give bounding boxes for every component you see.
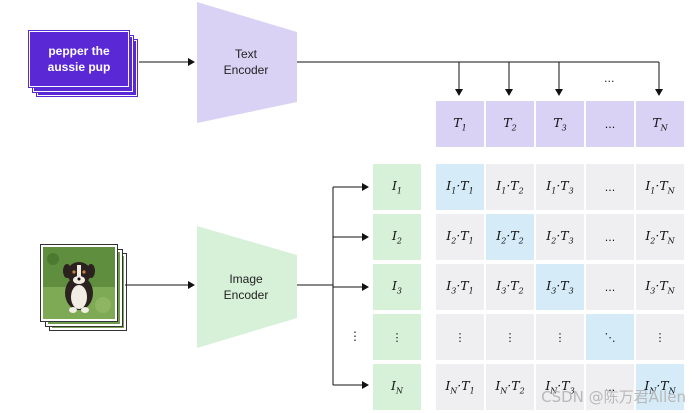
similarity-score: IN·T2 (495, 378, 525, 396)
similarity-score: I3·TN (645, 278, 675, 296)
similarity-score: I3·T1 (446, 278, 474, 296)
image-embedding-label: ⋮ (391, 330, 403, 344)
text-encoder-line2: Encoder (223, 63, 269, 77)
image-embedding-label: I1 (391, 178, 403, 196)
image-embedding-1: I1 (373, 164, 421, 210)
image-embedding-label: I3 (391, 278, 403, 296)
text-embedding-header-1: T1 (436, 101, 484, 147)
matrix-cell-3-5: I3·TN (636, 264, 684, 310)
image-embedding-label: I2 (391, 228, 403, 246)
text-embedding-label: ... (604, 117, 616, 131)
similarity-score: IN·T1 (445, 378, 475, 396)
similarity-score: I1·T3 (546, 178, 574, 196)
text-encoder-shape (197, 2, 297, 123)
similarity-score: I2·T2 (496, 228, 524, 246)
similarity-score: IN·TN (644, 378, 676, 396)
text-input-card: pepper the aussie pup (29, 31, 129, 87)
image-encoder: Image Encoder (210, 271, 282, 303)
text-embedding-label: TN (652, 115, 668, 133)
image-embedding-label: IN (391, 378, 403, 396)
matrix-cell-2-5: I2·TN (636, 214, 684, 260)
similarity-score: I2·T3 (546, 228, 574, 246)
image-encoder-line2: Encoder (223, 288, 269, 302)
matrix-cell-4-3: ⋮ (536, 314, 584, 360)
matrix-cell-4-5: ⋮ (636, 314, 684, 360)
similarity-score: ⋮ (654, 330, 666, 344)
matrix-cell-3-1: I3·T1 (436, 264, 484, 310)
matrix-cell-5-5: IN·TN (636, 364, 684, 410)
rows-ellipsis: ⋮ (349, 329, 361, 343)
matrix-cell-4-2: ⋮ (486, 314, 534, 360)
text-embedding-label: T2 (503, 115, 517, 133)
text-encoder-line1: Text (234, 47, 257, 61)
similarity-score: ... (604, 280, 616, 294)
watermark: CSDN @陈万君Allen (541, 388, 686, 406)
matrix-cell-1-3: I1·T3 (536, 164, 584, 210)
similarity-score: ⋮ (454, 330, 466, 344)
matrix-cell-3-4: ... (586, 264, 634, 310)
image-encoder-line1: Image (229, 272, 263, 286)
matrix-cell-1-2: I1·T2 (486, 164, 534, 210)
text-input-line1: pepper the (48, 44, 110, 58)
similarity-score: ⋮ (504, 330, 516, 344)
matrix-cell-5-4: ... (586, 364, 634, 410)
dog-photo (41, 245, 117, 321)
matrix-cell-5-1: IN·T1 (436, 364, 484, 410)
matrix-cell-3-3: I3·T3 (536, 264, 584, 310)
headers-ellipsis: ... (604, 72, 615, 85)
similarity-score: ... (604, 380, 616, 394)
similarity-score: ⋮ (554, 330, 566, 344)
text-embedding-header-5: TN (636, 101, 684, 147)
matrix-cell-5-2: IN·T2 (486, 364, 534, 410)
image-embedding-2: I2 (373, 214, 421, 260)
image-embedding-5: IN (373, 364, 421, 410)
image-encoder-shape (197, 226, 297, 348)
matrix-cell-2-2: I2·T2 (486, 214, 534, 260)
matrix-cell-2-4: ... (586, 214, 634, 260)
matrix-cell-1-4: ... (586, 164, 634, 210)
matrix-cell-1-1: I1·T1 (436, 164, 484, 210)
similarity-score: I1·T2 (496, 178, 524, 196)
matrix-cell-1-5: I1·TN (636, 164, 684, 210)
matrix-cell-5-3: IN·T3 (536, 364, 584, 410)
text-embedding-header-4: ... (586, 101, 634, 147)
matrix-cell-4-4: ⋱ (586, 314, 634, 360)
dog-image-icon (43, 247, 115, 319)
text-encoder: Text Encoder (210, 46, 282, 78)
matrix-cell-2-1: I2·T1 (436, 214, 484, 260)
text-embedding-header-3: T3 (536, 101, 584, 147)
text-embedding-label: T1 (453, 115, 467, 133)
matrix-cell-2-3: I2·T3 (536, 214, 584, 260)
image-embedding-4: ⋮ (373, 314, 421, 360)
similarity-score: I3·T3 (546, 278, 574, 296)
similarity-score: ... (604, 180, 616, 194)
similarity-score: ... (604, 230, 616, 244)
matrix-cell-3-2: I3·T2 (486, 264, 534, 310)
similarity-score: I2·TN (645, 228, 675, 246)
text-input-line2: aussie pup (47, 60, 111, 74)
similarity-score: I1·T1 (446, 178, 474, 196)
text-embedding-header-2: T2 (486, 101, 534, 147)
image-embedding-3: I3 (373, 264, 421, 310)
similarity-score: IN·T3 (545, 378, 575, 396)
similarity-score: I2·T1 (446, 228, 474, 246)
similarity-score: ⋱ (604, 330, 616, 344)
text-embedding-label: T3 (553, 115, 567, 133)
similarity-score: I1·TN (645, 178, 675, 196)
matrix-cell-4-1: ⋮ (436, 314, 484, 360)
similarity-score: I3·T2 (496, 278, 524, 296)
